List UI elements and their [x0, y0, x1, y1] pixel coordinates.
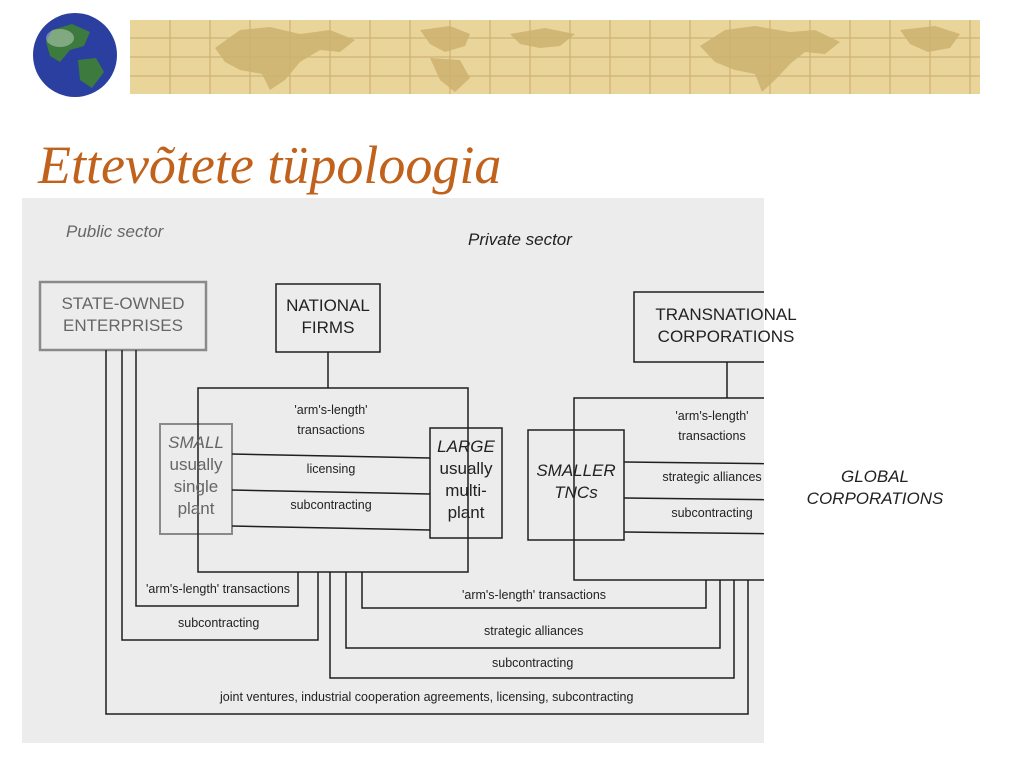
tnc-subcontracting-label: subcontracting	[671, 506, 753, 520]
smaller-tncs-box	[527, 429, 625, 541]
national-arms-length-label: 'arm's-length' transactions	[232, 400, 430, 440]
cross-joint-ventures-loop	[105, 350, 749, 715]
small-firm-label-line3: single	[173, 477, 219, 496]
national-frame	[197, 387, 469, 573]
slide-title: Ettevõtete tüpoloogia	[38, 135, 502, 195]
soe-box	[38, 280, 208, 352]
public-subcontracting-label: subcontracting	[178, 616, 260, 630]
global-corporations-label-line2: CORPORATIONS	[806, 489, 944, 508]
tnc-subcontracting-line-bottom	[623, 531, 764, 535]
cross-joint-ventures-label: joint ventures, industrial cooperation a…	[220, 690, 634, 704]
national-firms-label-line1: NATIONAL	[286, 296, 370, 315]
private-sector-label: Private sector	[468, 230, 572, 249]
smaller-tncs-label: SMALLER TNCs	[528, 460, 624, 504]
diagram-lines	[22, 198, 764, 743]
soe-label: STATE-OWNED ENTERPRISES	[40, 293, 206, 337]
cross-arms-length-loop	[361, 572, 707, 609]
global-corporations-label: GLOBAL CORPORATIONS	[800, 466, 950, 510]
figure-background	[22, 198, 764, 743]
small-firm-label-line1: SMALL	[168, 433, 224, 452]
cross-subcontracting-label: subcontracting	[492, 656, 574, 670]
map-continents	[215, 26, 960, 92]
public-sector-label: Public sector	[66, 222, 164, 241]
tnc-arms-length-label: 'arm's-length' transactions	[624, 406, 800, 446]
globe-icon	[29, 9, 121, 101]
large-firm-box	[429, 427, 503, 539]
tnc-label-line1: TRANSNATIONAL	[655, 305, 797, 324]
national-licensing-line	[231, 453, 431, 459]
global-corporations-label-line1: GLOBAL	[840, 467, 910, 486]
public-arms-length-loop	[135, 350, 299, 607]
tnc-arms-length-label-line1: 'arm's-length'	[675, 409, 749, 423]
national-licensing-label: licensing	[306, 462, 356, 476]
small-firm-label: SMALL usually single plant	[160, 432, 232, 520]
soe-label-line1: STATE-OWNED	[61, 294, 185, 313]
map-banner	[29, 9, 980, 101]
tnc-arms-length-label-line2: transactions	[678, 429, 746, 443]
national-subcontracting-line-top	[231, 489, 431, 495]
tnc-subcontracting-line-top	[623, 497, 764, 501]
national-subcontracting-line-bottom	[231, 525, 431, 531]
tnc-alliance-line	[623, 461, 764, 465]
soe-label-line2: ENTERPRISES	[63, 316, 183, 335]
small-firm-label-line4: plant	[177, 499, 215, 518]
national-subcontracting-label: subcontracting	[290, 498, 372, 512]
national-arms-length-label-line1: 'arm's-length'	[294, 403, 368, 417]
tnc-alliances-label: strategic alliances	[662, 470, 762, 484]
national-arms-length-label-line2: transactions	[297, 423, 365, 437]
tnc-box	[633, 291, 764, 363]
tnc-label: TRANSNATIONAL CORPORATIONS	[634, 304, 818, 348]
public-arms-length-label: 'arm's-length' transactions	[146, 582, 291, 596]
cross-arms-length-label: 'arm's-length' transactions	[462, 588, 607, 602]
large-firm-label-line4: plant	[447, 503, 485, 522]
large-firm-label-line2: usually	[439, 459, 493, 478]
large-firm-label-line1: LARGE	[437, 437, 495, 456]
firm-typology-figure: Public sector Private sector STATE-OWNED…	[22, 198, 943, 743]
national-firms-label-line2: FIRMS	[301, 318, 355, 337]
large-firm-label: LARGE usually multi- plant	[430, 436, 502, 524]
cross-alliances-label: strategic alliances	[484, 624, 584, 638]
small-firm-box	[159, 423, 233, 535]
national-firms-label: NATIONAL FIRMS	[276, 295, 380, 339]
cross-subcontracting-loop	[329, 572, 735, 679]
tnc-label-line2: CORPORATIONS	[657, 327, 795, 346]
smaller-tncs-label-line1: SMALLER	[536, 461, 616, 480]
cross-alliances-loop	[345, 572, 721, 649]
large-firm-label-line3: multi-	[445, 481, 487, 500]
smaller-tncs-label-line2: TNCs	[554, 483, 598, 502]
tnc-frame	[573, 397, 764, 581]
small-firm-label-line2: usually	[169, 455, 223, 474]
public-subcontracting-loop	[121, 350, 319, 641]
